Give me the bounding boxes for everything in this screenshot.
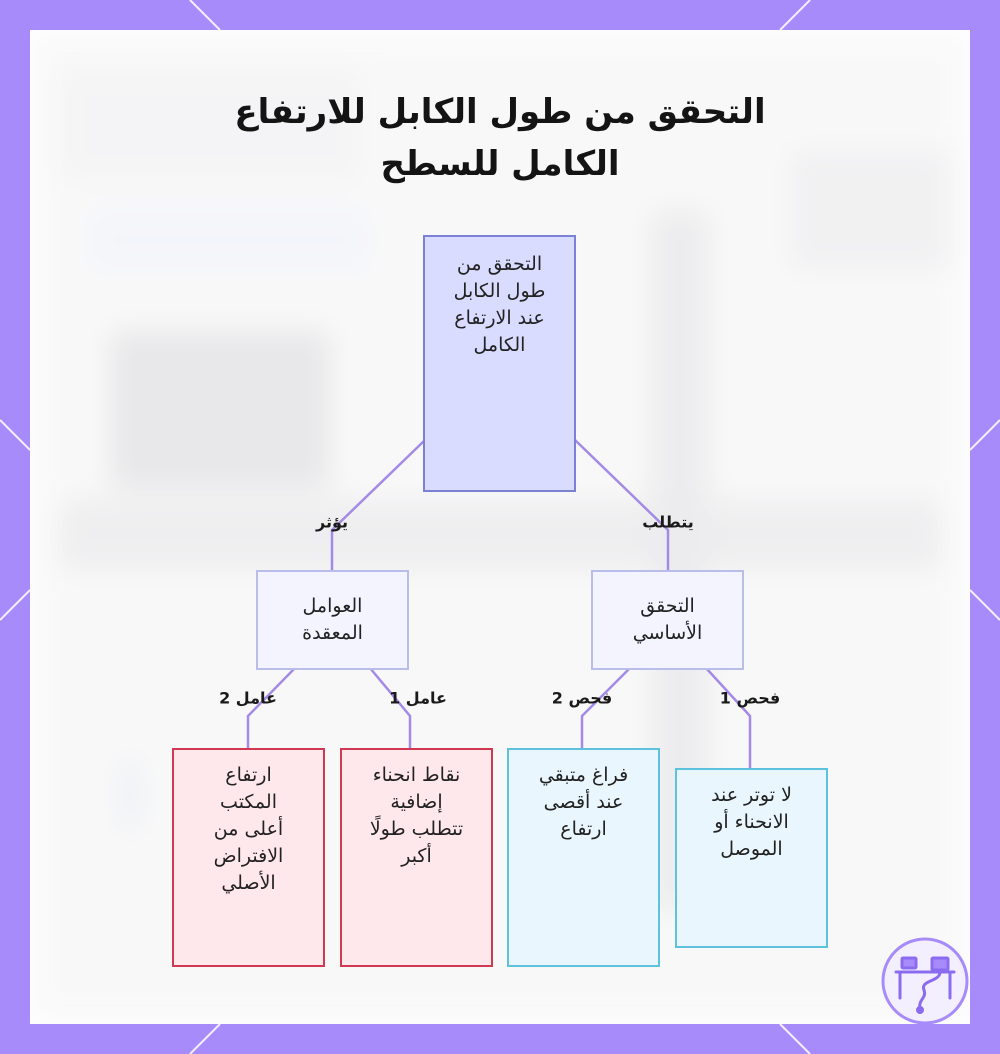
edge-root-factors: [330, 438, 427, 572]
node-check-2: فراغ متبقي عند أقصى ارتفاع: [507, 748, 660, 967]
title-line-1: التحقق من طول الكابل للارتفاع: [234, 92, 766, 132]
edge-basic-check2: [580, 666, 632, 752]
edge-root-basic: [573, 438, 670, 572]
edge-basic-check1: [704, 666, 752, 772]
title-line-2: الكامل للسطح: [380, 144, 620, 184]
edge-factors-factor1: [368, 666, 412, 752]
node-root: التحقق من طول الكابل عند الارتفاع الكامل: [423, 235, 576, 492]
node-factor-2: ارتفاع المكتب أعلى من الافتراض الأصلي: [172, 748, 325, 967]
edge-label-requires: يتطلب: [642, 512, 694, 532]
edge-label-factor-2: عامل 2: [219, 688, 277, 708]
connector-lines: [246, 438, 752, 772]
desk-cable-logo-icon: [881, 937, 969, 1025]
edge-factors-factor2: [246, 666, 297, 752]
edge-label-check-2: فحص 2: [551, 688, 613, 708]
node-complex-factors: العوامل المعقدة: [256, 570, 409, 670]
edge-label-factor-1: عامل 1: [389, 688, 447, 708]
edge-label-check-1: فحص 1: [719, 688, 781, 708]
node-check-1: لا توتر عند الانحناء أو الموصل: [675, 768, 828, 948]
node-basic-check: التحقق الأساسي: [591, 570, 744, 670]
diagram-title: التحقق من طول الكابل للارتفاع الكامل للس…: [30, 86, 970, 190]
diagram-card: التحقق من طول الكابل للارتفاع الكامل للس…: [30, 30, 970, 1024]
node-factor-1: نقاط انحناء إضافية تتطلب طولًا أكبر: [340, 748, 493, 967]
edge-label-affects: يؤثر: [316, 512, 348, 532]
